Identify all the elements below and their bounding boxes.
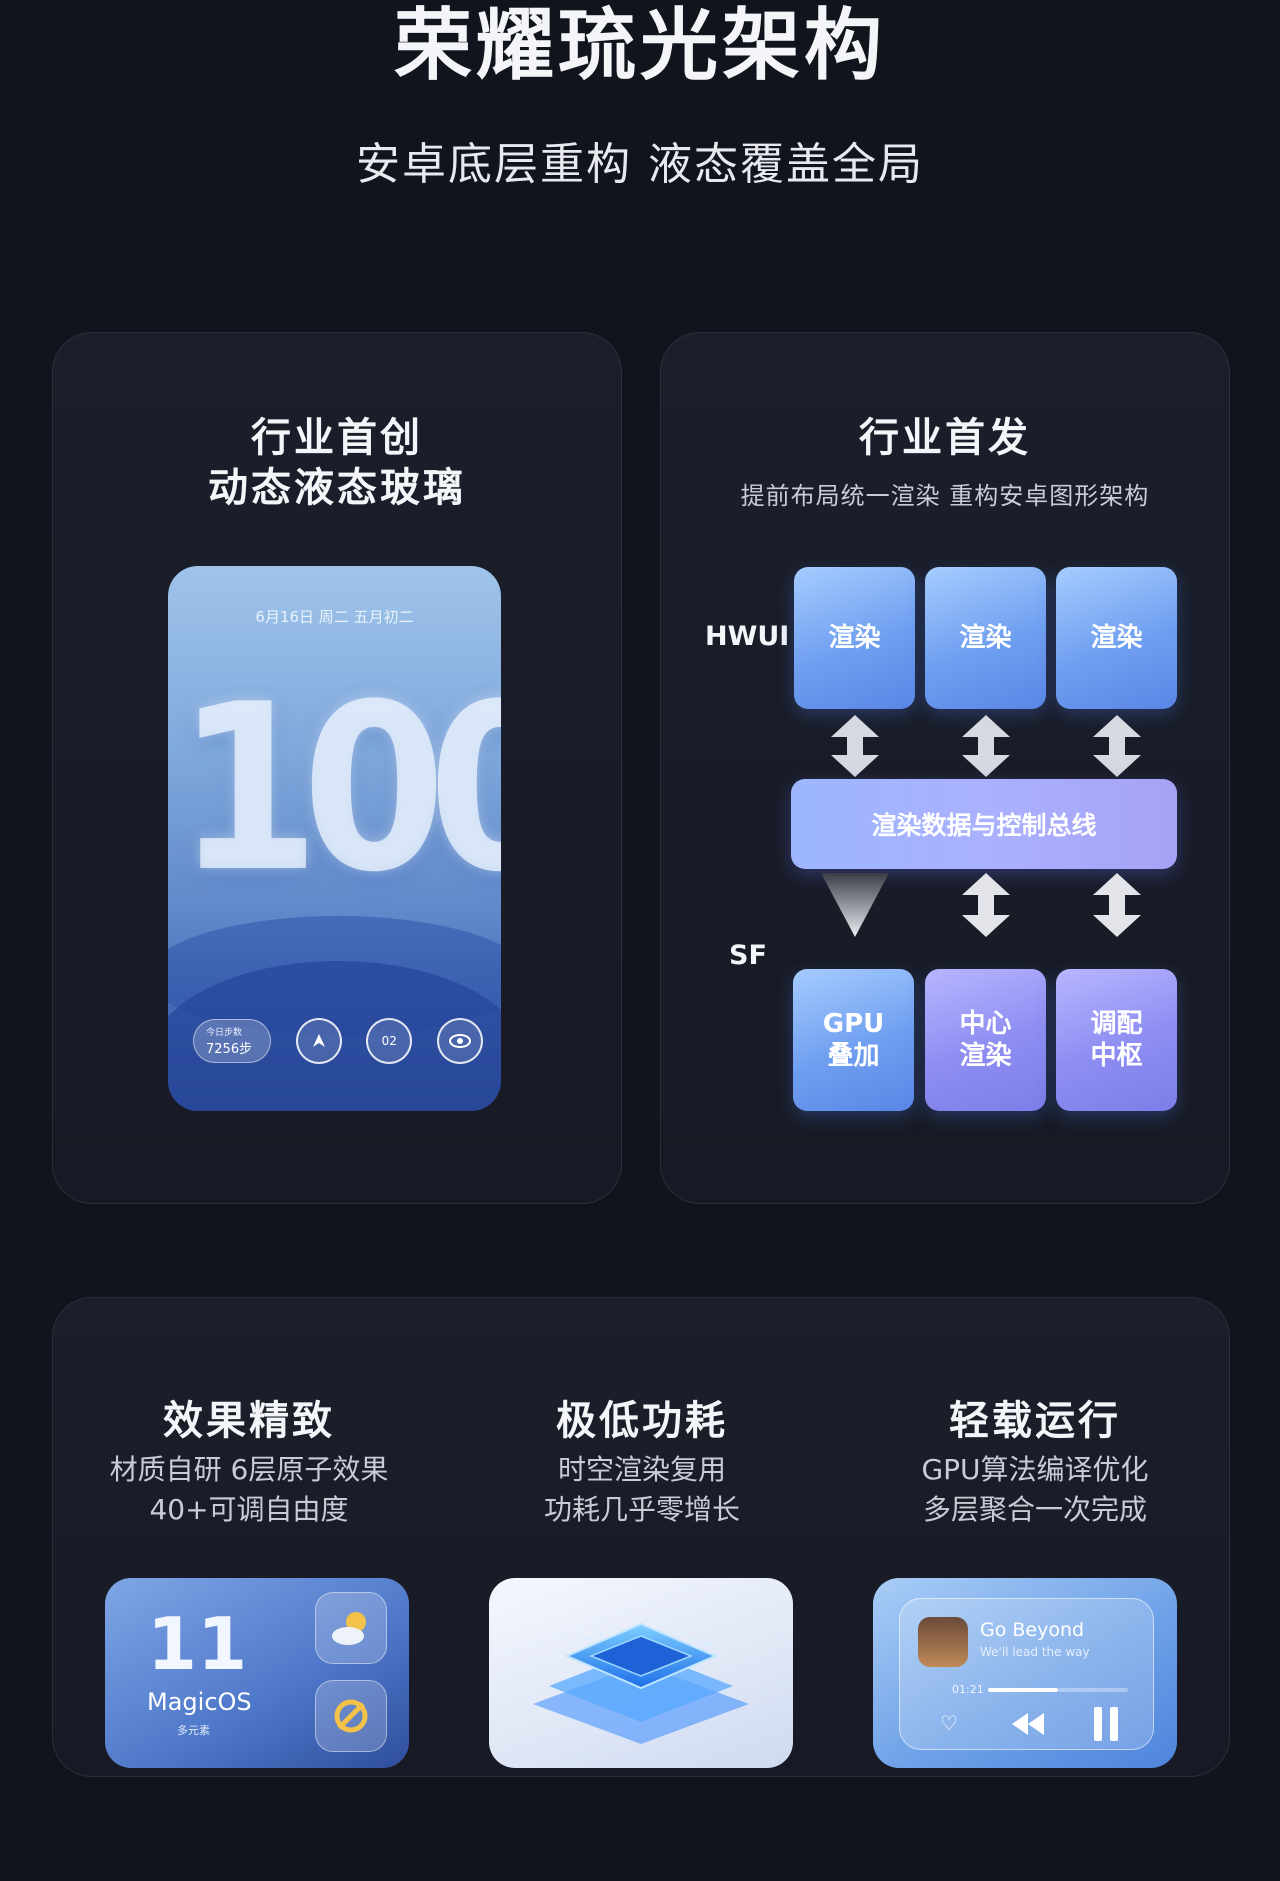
- music-card: Go Beyond We'll lead the way 01:21 ♡: [899, 1598, 1154, 1750]
- feature-card-liquid-glass: 行业首创 动态液态玻璃 6月16日 周二 五月初二 1008 今日步数 7256…: [52, 332, 622, 1204]
- album-art: [918, 1617, 968, 1667]
- feature-line1: 时空渲染复用: [557, 1453, 726, 1486]
- steps-widget: 今日步数 7256步: [193, 1019, 271, 1063]
- os-version-number: 11: [147, 1602, 248, 1686]
- steps-label: 今日步数: [206, 1028, 243, 1038]
- feature-line2: 多层聚合一次完成: [922, 1493, 1147, 1526]
- dispatch-hub-block: 调配 中枢: [1056, 969, 1177, 1111]
- chip-thumbnail: [489, 1578, 793, 1768]
- progress-bar-track: [1058, 1688, 1128, 1692]
- page-title: 荣耀琉光架构: [393, 1, 886, 91]
- feature-title: 效果精致: [163, 1398, 335, 1444]
- feature-line2: 40+可调自由度: [149, 1493, 349, 1526]
- down-arrow-icon: [821, 873, 889, 937]
- lockscreen-date: 6月16日 周二 五月初二: [255, 608, 414, 626]
- weather-icon: [315, 1592, 387, 1664]
- music-player-thumbnail: Go Beyond We'll lead the way 01:21 ♡: [873, 1578, 1177, 1768]
- lockscreen-widgets: 今日步数 7256步 02: [193, 1011, 483, 1071]
- feature-line2: 功耗几乎零增长: [543, 1493, 740, 1526]
- hwui-label: HWUI: [705, 621, 790, 652]
- render-block: 渲染: [794, 567, 915, 709]
- card-heading: 行业首创: [251, 415, 423, 461]
- os-name: MagicOS: [147, 1688, 252, 1716]
- feature-title: 极低功耗: [556, 1398, 728, 1444]
- gpu-overlay-block: GPU 叠加: [793, 969, 914, 1111]
- ring-value: 02: [381, 1034, 397, 1048]
- song-subtitle: We'll lead the way: [980, 1645, 1090, 1659]
- playback-time: 01:21: [952, 1683, 984, 1696]
- magicos-widget-thumbnail: 11 MagicOS 多元素: [105, 1578, 409, 1768]
- card-subheading: 提前布局统一渲染 重构安卓图形架构: [740, 482, 1150, 510]
- rewind-icon: [1012, 1713, 1044, 1735]
- double-arrow-icon: [962, 715, 1010, 777]
- progress-bar-fill: [988, 1688, 1058, 1692]
- central-render-block: 中心 渲染: [925, 969, 1046, 1111]
- chip-icon: [533, 1622, 749, 1744]
- steps-value: 7256步: [206, 1042, 253, 1057]
- song-title: Go Beyond: [980, 1619, 1085, 1641]
- feature-line1: GPU算法编译优化: [921, 1453, 1149, 1486]
- double-arrow-icon: [1093, 873, 1141, 937]
- card-heading-line2: 动态液态玻璃: [208, 465, 466, 511]
- feature-card-unified-rendering: 行业首发 提前布局统一渲染 重构安卓图形架构 HWUI SF 渲染 渲染 渲染 …: [660, 332, 1230, 1204]
- compass-icon: [295, 1018, 342, 1064]
- render-block: 渲染: [1056, 567, 1177, 709]
- lockscreen-clock: 1008: [176, 656, 501, 923]
- double-arrow-icon: [962, 873, 1010, 937]
- page-subtitle: 安卓底层重构 液态覆盖全局: [356, 139, 924, 190]
- double-arrow-icon: [831, 715, 879, 777]
- feature-card-benefits: 效果精致 材质自研 6层原子效果 40+可调自由度 极低功耗 时空渲染复用 功耗…: [52, 1297, 1230, 1777]
- sf-label: SF: [729, 940, 767, 971]
- pause-icon: [1094, 1707, 1118, 1741]
- no-disturb-icon: [315, 1680, 387, 1752]
- feature-title: 轻载运行: [949, 1398, 1121, 1444]
- eye-icon: [436, 1018, 483, 1064]
- card-heading: 行业首发: [859, 415, 1031, 461]
- double-arrow-icon: [1093, 715, 1141, 777]
- os-caption: 多元素: [177, 1724, 210, 1737]
- feature-line1: 材质自研 6层原子效果: [109, 1453, 389, 1486]
- render-block: 渲染: [925, 567, 1046, 709]
- phone-lockscreen-mockup: 6月16日 周二 五月初二 1008 今日步数 7256步 02: [168, 566, 501, 1111]
- render-data-control-bus: 渲染数据与控制总线: [791, 779, 1177, 869]
- ring-widget: 02: [366, 1018, 413, 1064]
- heart-icon: ♡: [940, 1711, 958, 1735]
